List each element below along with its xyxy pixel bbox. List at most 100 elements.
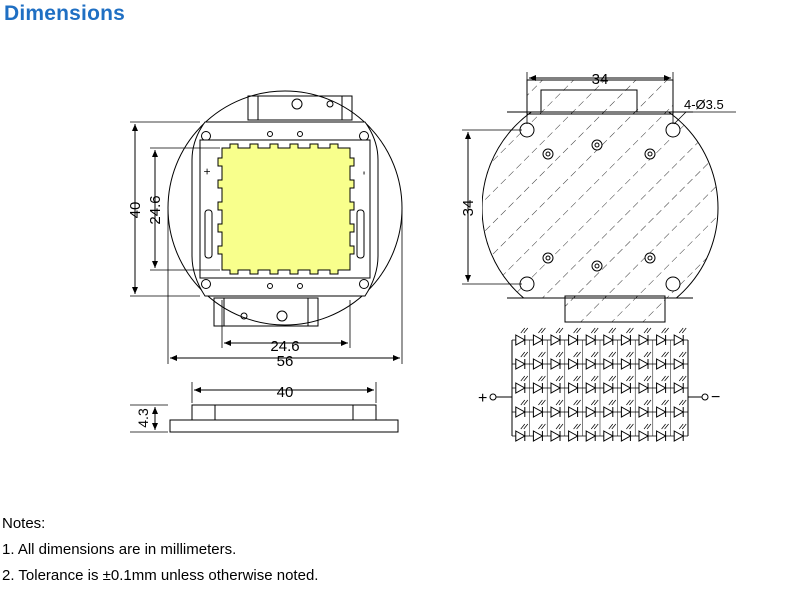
led-diode-icon [603, 358, 614, 370]
led-diode-icon [515, 382, 526, 394]
led-diode-icon [656, 358, 667, 370]
note-item: 1. All dimensions are in millimeters. [2, 541, 237, 558]
led-diode-icon [656, 382, 667, 394]
led-diode-icon [620, 406, 632, 418]
front-minus-label: - [356, 171, 370, 175]
led-diode-icon [673, 406, 685, 418]
back-hole [519, 122, 535, 138]
back-body [482, 112, 719, 298]
led-emission-arrows [608, 399, 617, 406]
led-emission-arrows [608, 351, 617, 358]
led-emission-arrows [678, 423, 687, 430]
led-emission-arrows [573, 351, 581, 358]
led-emission-arrows [643, 423, 652, 430]
led-diode-icon [532, 334, 544, 346]
dim-front-height-chip: 24.6 [147, 195, 164, 224]
led-diode-icon [673, 382, 685, 394]
led-emission-arrows [678, 375, 687, 382]
circuit-minus-terminal: − [711, 389, 720, 406]
led-emission-arrows [520, 423, 529, 430]
led-diode-icon [568, 406, 579, 418]
led-diode-icon [568, 382, 579, 394]
led-emission-arrows [661, 423, 669, 430]
page-title: Dimensions [4, 2, 126, 25]
led-diode-icon [585, 382, 597, 394]
led-emission-arrows [590, 399, 599, 406]
led-emission-arrows [608, 327, 617, 334]
side-base-plate [169, 419, 399, 433]
led-emission-arrows [626, 351, 634, 358]
led-emission-arrows [555, 351, 564, 358]
led-emission-arrows [626, 423, 634, 430]
led-diode-icon [568, 334, 579, 346]
led-diode-icon [656, 430, 667, 442]
notes-section: Notes: 1. All dimensions are in millimet… [2, 511, 318, 589]
led-emission-arrows [520, 375, 529, 382]
dimension-drawing: + - 40 24.6 24.6 56 40 4.3 [127, 71, 736, 442]
led-emission-arrows [555, 399, 564, 406]
led-diode-icon [550, 406, 562, 418]
dim-front-width-overall: 56 [277, 353, 294, 370]
led-diode-icon [550, 358, 562, 370]
led-emission-arrows [555, 327, 564, 334]
led-emission-arrows [590, 327, 599, 334]
led-emission-arrows [590, 351, 599, 358]
dim-back-height: 34 [460, 200, 477, 217]
led-diode-icon [656, 334, 667, 346]
led-diode-icon [638, 430, 650, 442]
led-diode-icon [585, 358, 597, 370]
led-emission-arrows [573, 423, 581, 430]
led-emission-arrows [555, 423, 564, 430]
front-bottom-hole [276, 310, 288, 322]
led-emission-arrows [538, 399, 546, 406]
led-diode-icon [620, 334, 632, 346]
chip-emitter [217, 143, 355, 275]
led-emission-arrows [520, 351, 529, 358]
led-emission-arrows [573, 327, 581, 334]
notes-title: Notes: [2, 515, 46, 532]
led-emission-arrows [573, 399, 581, 406]
led-diode-icon [620, 430, 632, 442]
front-body-circle [167, 90, 403, 326]
led-diode-icon [673, 358, 685, 370]
dim-back-width: 34 [592, 71, 609, 88]
led-emission-arrows [590, 375, 599, 382]
led-emission-arrows [643, 399, 652, 406]
circuit-plus-terminal: + [478, 390, 487, 407]
front-top-tab [247, 95, 353, 121]
led-circuit: + − [478, 327, 720, 442]
led-emission-arrows [643, 327, 652, 334]
dim-front-height-overall: 40 [127, 202, 144, 219]
front-top-hole [291, 98, 303, 110]
led-emission-arrows [643, 375, 652, 382]
side-view: 40 4.3 [130, 382, 399, 433]
led-diode-icon [568, 358, 579, 370]
led-diode-icon [673, 334, 685, 346]
led-diode-icon [515, 406, 526, 418]
led-diode-icon [550, 382, 562, 394]
led-emission-arrows [678, 327, 687, 334]
dim-front-width-chip: 24.6 [270, 338, 299, 355]
led-emission-arrows [608, 375, 617, 382]
front-view: + - 40 24.6 24.6 56 [127, 90, 403, 370]
led-diode-icon [515, 430, 526, 442]
led-diode-icon [620, 358, 632, 370]
led-emission-arrows [520, 399, 529, 406]
led-emission-arrows [538, 375, 546, 382]
led-emission-arrows [626, 399, 634, 406]
led-diode-icon [585, 334, 597, 346]
led-diode-icon [532, 382, 544, 394]
led-emission-arrows [661, 327, 669, 334]
led-emission-arrows [573, 375, 581, 382]
led-diode-icon [638, 382, 650, 394]
led-emission-arrows [626, 327, 634, 334]
led-emission-arrows [590, 423, 599, 430]
led-diode-icon [638, 334, 650, 346]
note-item: 2. Tolerance is ±0.1mm unless otherwise … [2, 567, 319, 584]
led-diode-icon [532, 430, 544, 442]
led-diode-icon [638, 358, 650, 370]
led-emission-arrows [661, 375, 669, 382]
led-diode-icon [585, 430, 597, 442]
led-diode-icon [515, 334, 526, 346]
led-diode-icon [603, 430, 614, 442]
